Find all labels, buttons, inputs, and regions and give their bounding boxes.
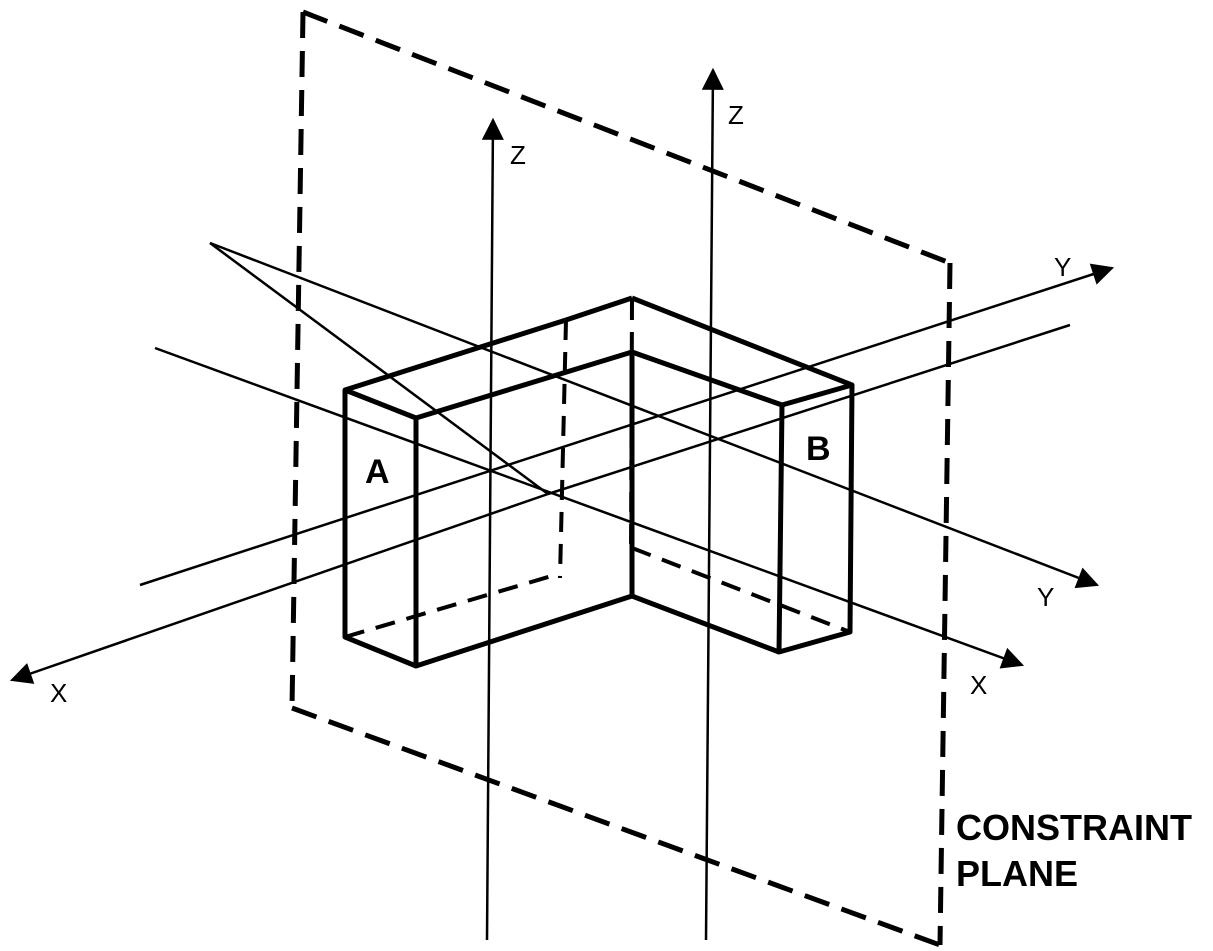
axis-b-y [209,241,1100,589]
block-a-bottom-front [415,593,633,669]
block-b-label: B [806,430,831,468]
hidden-edge-a-back-vertical [558,319,568,579]
block-a-top-back [344,317,567,393]
block-b-bottom-front [631,593,780,655]
block-b-end-face [776,382,855,655]
axis-b-y-label: Y [1037,582,1054,612]
axis-a-x-left [9,492,549,684]
axis-b-z-label: Z [728,100,744,130]
axes-block-a [9,117,1115,941]
plane-edge-top [302,9,951,266]
hidden-edge-a-bottom-back [344,573,556,639]
constraint-plane-label-line2: PLANE [956,853,1078,894]
hidden-block-edges [344,299,851,639]
axes-block-b [154,67,1100,941]
block-top-join [565,295,633,323]
axis-a-x-label: X [50,678,67,708]
hidden-edge-b-bottom-back [631,546,851,634]
plane-edge-right [937,262,953,946]
axis-b-x-back [209,241,549,496]
constraint-plane [289,9,953,948]
constraint-plane-label-line1: CONSTRAINT [956,807,1192,848]
axis-a-y [139,263,1115,587]
axis-a-z [481,117,504,941]
plane-edge-left [289,11,306,709]
block-a-label: A [365,453,390,491]
axis-b-x-right [154,346,1025,669]
axis-b-x-label: X [970,670,987,700]
block-b-top-back [631,295,853,388]
block-a-top-front [415,349,633,421]
axis-b-z [701,67,724,941]
axis-a-y-label: Y [1054,252,1071,282]
block-b-top-front [631,349,783,408]
block-assembly [342,295,855,669]
plane-edge-bottom [291,705,941,948]
axis-a-x-right-extension [547,323,1071,496]
axis-a-z-label: Z [510,140,526,170]
